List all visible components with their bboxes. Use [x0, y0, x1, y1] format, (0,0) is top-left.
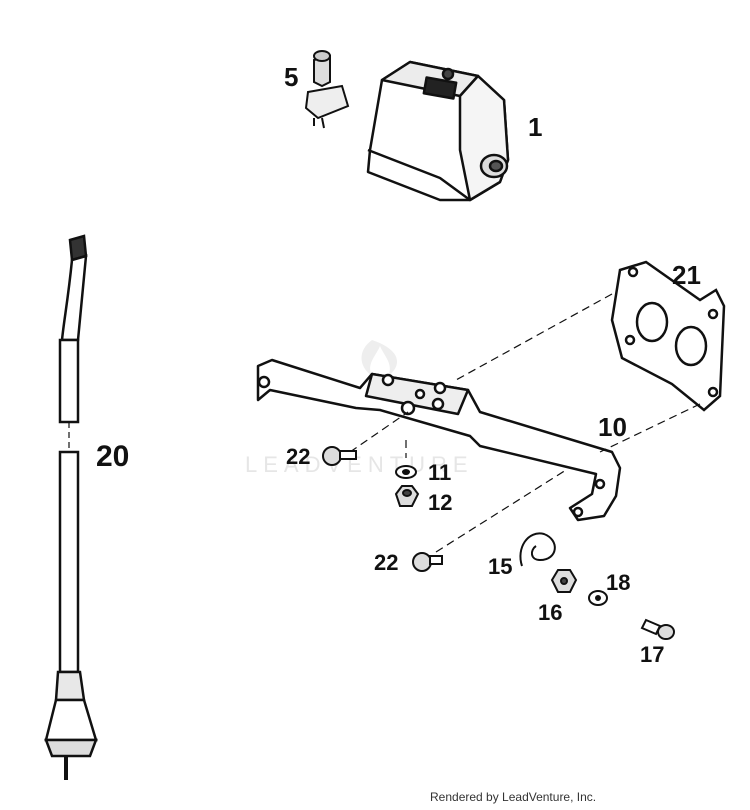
screw-22-lower [412, 552, 443, 572]
label-part-15: 15 [488, 554, 512, 579]
gasket [610, 260, 726, 412]
label-part-12: 12 [428, 490, 452, 515]
nut-12 [394, 485, 420, 507]
mounting-bracket [256, 358, 622, 522]
label-part-22-lower: 22 [374, 550, 398, 575]
cable [44, 234, 98, 780]
bolt-17 [640, 618, 675, 640]
nut-16 [550, 569, 578, 593]
washer-18 [588, 590, 608, 606]
label-part-17: 17 [640, 642, 664, 667]
alignment-lines [349, 293, 701, 553]
clip-15 [519, 532, 556, 567]
label-part-5: 5 [284, 62, 298, 92]
speedometer-housing [366, 60, 510, 202]
switch [304, 50, 350, 129]
label-part-16: 16 [538, 600, 562, 625]
part-labels: 1 5 10 11 12 15 16 17 18 20 21 22 22 [96, 62, 701, 667]
label-part-18: 18 [606, 570, 630, 595]
washer-11 [395, 465, 417, 479]
label-part-22-upper: 22 [286, 444, 310, 469]
label-part-1: 1 [528, 112, 542, 142]
label-part-10: 10 [598, 412, 627, 442]
label-part-11: 11 [428, 460, 451, 485]
label-part-21: 21 [672, 260, 701, 290]
rendered-by-credit: Rendered by LeadVenture, Inc. [430, 790, 597, 804]
label-part-20: 20 [96, 440, 129, 473]
screw-22-upper [322, 446, 357, 466]
